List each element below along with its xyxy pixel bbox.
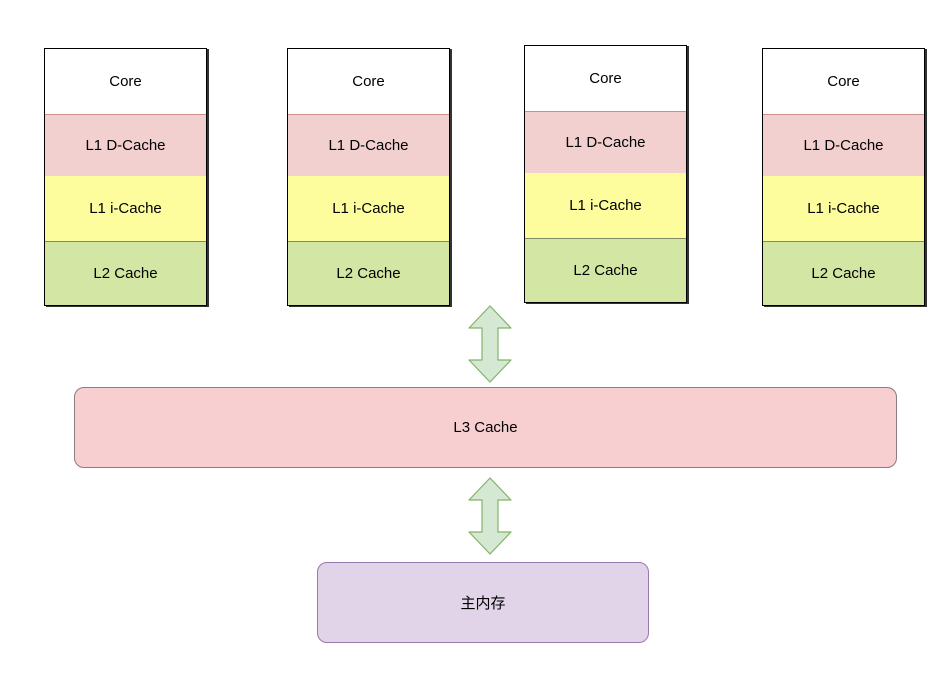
- l3-cache-box: L3 Cache: [74, 387, 897, 468]
- l2-cache-cell: L2 Cache: [288, 241, 449, 305]
- core-stack-3: Core L1 D-Cache L1 i-Cache L2 Cache: [524, 45, 687, 303]
- l1-i-cache-cell: L1 i-Cache: [45, 176, 206, 241]
- l1-d-cache-cell: L1 D-Cache: [525, 111, 686, 173]
- l2-cache-cell: L2 Cache: [45, 241, 206, 305]
- core-cell: Core: [763, 49, 924, 114]
- core-stack-1: Core L1 D-Cache L1 i-Cache L2 Cache: [44, 48, 207, 306]
- core-stack-2: Core L1 D-Cache L1 i-Cache L2 Cache: [287, 48, 450, 306]
- core-cell: Core: [525, 46, 686, 111]
- core-cell: Core: [45, 49, 206, 114]
- main-memory-box: 主内存: [317, 562, 649, 643]
- l1-i-cache-cell: L1 i-Cache: [288, 176, 449, 241]
- l3-cache-label: L3 Cache: [453, 419, 518, 436]
- l1-i-cache-cell: L1 i-Cache: [525, 173, 686, 238]
- core-stack-4: Core L1 D-Cache L1 i-Cache L2 Cache: [762, 48, 925, 306]
- l1-i-cache-cell: L1 i-Cache: [763, 176, 924, 241]
- l1-d-cache-cell: L1 D-Cache: [288, 114, 449, 176]
- l1-d-cache-cell: L1 D-Cache: [763, 114, 924, 176]
- l2-cache-cell: L2 Cache: [525, 238, 686, 302]
- l1-d-cache-cell: L1 D-Cache: [45, 114, 206, 176]
- l2-cache-cell: L2 Cache: [763, 241, 924, 305]
- core-cell: Core: [288, 49, 449, 114]
- bidirectional-arrow-icon: [468, 305, 512, 383]
- bidirectional-arrow-icon: [468, 477, 512, 555]
- main-memory-label: 主内存: [460, 595, 506, 612]
